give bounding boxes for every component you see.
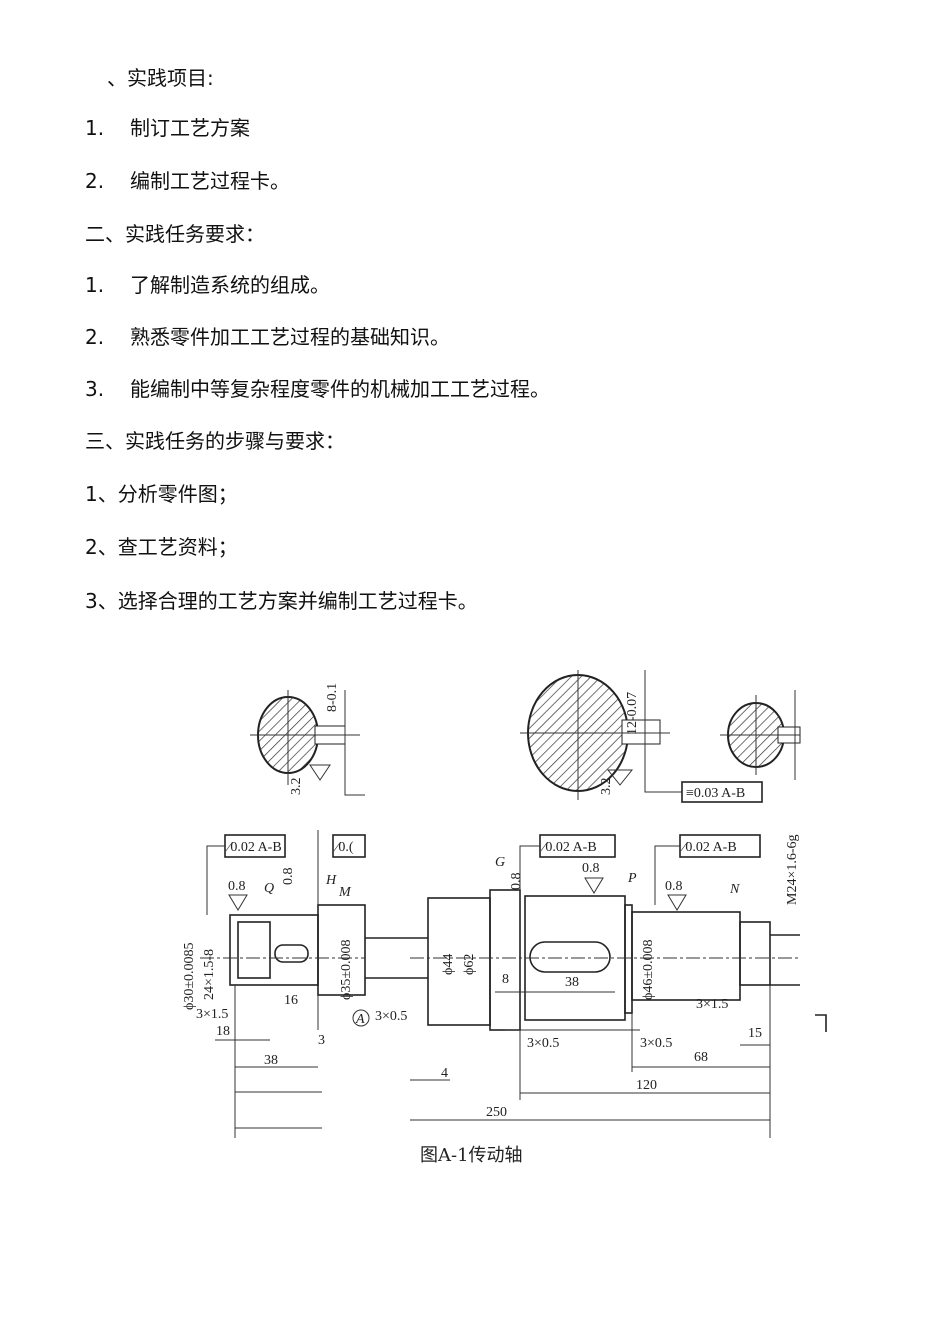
runout-tolerance-frame: ⁄0.( xyxy=(333,840,354,855)
chamfer-label: 3×0.5 xyxy=(527,1036,559,1051)
list-text: 了解制造系统的组成。 xyxy=(130,273,330,297)
length-label: 8 xyxy=(502,972,509,987)
roughness-label: 0.8 xyxy=(228,879,246,894)
surface-label-n: N xyxy=(729,882,740,897)
roughness-label: 0.8 xyxy=(509,873,524,891)
step-item: 3、选择合理的工艺方案并编制工艺过程卡。 xyxy=(85,589,478,613)
section-heading-1: 、实践项目: xyxy=(107,66,214,90)
diameter-label: ϕ62 xyxy=(462,954,477,975)
list-item: 1. 了解制造系统的组成。 xyxy=(85,273,330,297)
surface-label-q: Q xyxy=(264,881,274,896)
surface-label-h: H xyxy=(325,873,337,888)
length-label: 38 xyxy=(264,1053,278,1068)
symmetry-tolerance-frame: ≡0.03 A-B xyxy=(686,786,745,801)
length-label: 120 xyxy=(636,1078,657,1093)
chamfer-label: 3×0.5 xyxy=(375,1009,407,1024)
roughness-label: 3.2 xyxy=(599,778,614,796)
chamfer-label: 3×1.5 xyxy=(696,997,728,1012)
step-item: 2、查工艺资料； xyxy=(85,535,238,559)
roughness-label: 3.2 xyxy=(289,778,304,796)
list-text: 制订工艺方案 xyxy=(130,116,250,140)
diameter-label: ϕ35±0.008 xyxy=(339,939,354,1000)
list-number: 1. xyxy=(85,273,105,297)
section-heading-2: 二、实践任务要求： xyxy=(85,222,265,246)
runout-tolerance-frame: ⁄0.02 A-B xyxy=(225,840,282,855)
datum-label-a: A xyxy=(355,1012,365,1027)
diameter-label: ϕ46±0.008 xyxy=(641,939,656,1000)
list-text: 熟悉零件加工工艺过程的基础知识。 xyxy=(130,325,450,349)
section-view-left: 8-0.1 3.2 xyxy=(250,683,365,796)
runout-tolerance-frame: ⁄0.02 A-B xyxy=(680,840,737,855)
roughness-label: 0.8 xyxy=(582,861,600,876)
roughness-label: 0.8 xyxy=(281,868,296,886)
thread-label: M24×1.6-6g xyxy=(785,834,800,905)
list-item: 2. 熟悉零件加工工艺过程的基础知识。 xyxy=(85,325,450,349)
section-view-right: 12-0.07 3.2 ≡0.03 A-B xyxy=(520,670,801,803)
length-label: 16 xyxy=(284,993,298,1008)
length-label: 4 xyxy=(441,1066,448,1081)
runout-tolerance-frame: ⁄0.02 A-B xyxy=(540,840,597,855)
length-label: 3 xyxy=(318,1033,325,1048)
list-number: 1. xyxy=(85,116,105,140)
list-item: 3. 能编制中等复杂程度零件的机械加工工艺过程。 xyxy=(85,377,550,401)
chamfer-label: 3×1.5 xyxy=(196,1007,228,1022)
surface-label-m: M xyxy=(338,885,352,900)
section-heading-3: 三、实践任务的步骤与要求： xyxy=(85,429,345,453)
shaft-left-portion: ⁄0.02 A-B ⁄0.( 0.8 Q 0.8 H M ϕ30±0.0085 … xyxy=(182,830,370,1138)
length-label: 250 xyxy=(486,1105,507,1120)
list-text: 能编制中等复杂程度零件的机械加工工艺过程。 xyxy=(130,377,550,401)
list-item: 2. 编制工艺过程卡。 xyxy=(85,169,290,193)
list-number: 2. xyxy=(85,325,105,349)
stray-mark xyxy=(815,1014,827,1032)
chamfer-label: 3×0.5 xyxy=(640,1036,672,1051)
list-item: 1. 制订工艺方案 xyxy=(85,116,250,140)
roughness-label: 0.8 xyxy=(665,879,683,894)
surface-label-p: P xyxy=(627,871,637,886)
length-label: 68 xyxy=(694,1050,708,1065)
thread-label: 24×1.5-8 xyxy=(202,949,217,1000)
keyway-dim-label: 12-0.07 xyxy=(625,692,640,735)
step-item: 1、分析零件图； xyxy=(85,482,238,506)
list-number: 3. xyxy=(85,377,105,401)
shaft-right-portion: ⁄0.02 A-B ⁄0.02 A-B G 0.8 0.8 P 0.8 N M2… xyxy=(365,834,827,1138)
diameter-label: ϕ44 xyxy=(441,954,456,975)
list-number: 2. xyxy=(85,169,105,193)
figure-caption: 图A-1传动轴 xyxy=(420,1145,523,1166)
diameter-label: ϕ30±0.0085 xyxy=(182,942,197,1010)
keyway-dim-label: 8-0.1 xyxy=(325,683,340,712)
length-label: 38 xyxy=(565,975,579,990)
list-text: 编制工艺过程卡。 xyxy=(130,169,290,193)
surface-label-g: G xyxy=(495,855,505,870)
length-label: 15 xyxy=(748,1026,762,1041)
length-label: 18 xyxy=(216,1024,230,1039)
